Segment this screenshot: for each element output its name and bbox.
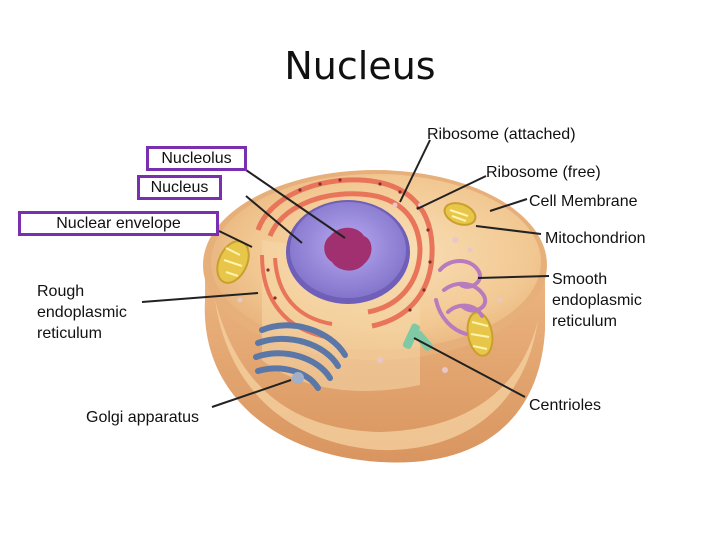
golgi-label: Golgi apparatus xyxy=(86,407,199,428)
ribosome-attached-label: Ribosome (attached) xyxy=(427,124,576,145)
golgi-vesicle xyxy=(292,372,304,384)
nuclear-envelope-label: Nuclear envelope xyxy=(18,211,219,236)
centrioles-label: Centrioles xyxy=(529,395,601,416)
rough-er-label: Rough endoplasmic reticulum xyxy=(37,281,147,344)
cell-membrane-label: Cell Membrane xyxy=(529,191,637,212)
nucleus-label: Nucleus xyxy=(137,175,222,200)
ribosome-free-label: Ribosome (free) xyxy=(486,162,601,183)
nucleolus-label: Nucleolus xyxy=(146,146,247,171)
mitochondrion-label: Mitochondrion xyxy=(545,228,646,249)
nucleus-organelle xyxy=(286,200,410,304)
smooth-er-label: Smooth endoplasmic reticulum xyxy=(552,269,662,332)
